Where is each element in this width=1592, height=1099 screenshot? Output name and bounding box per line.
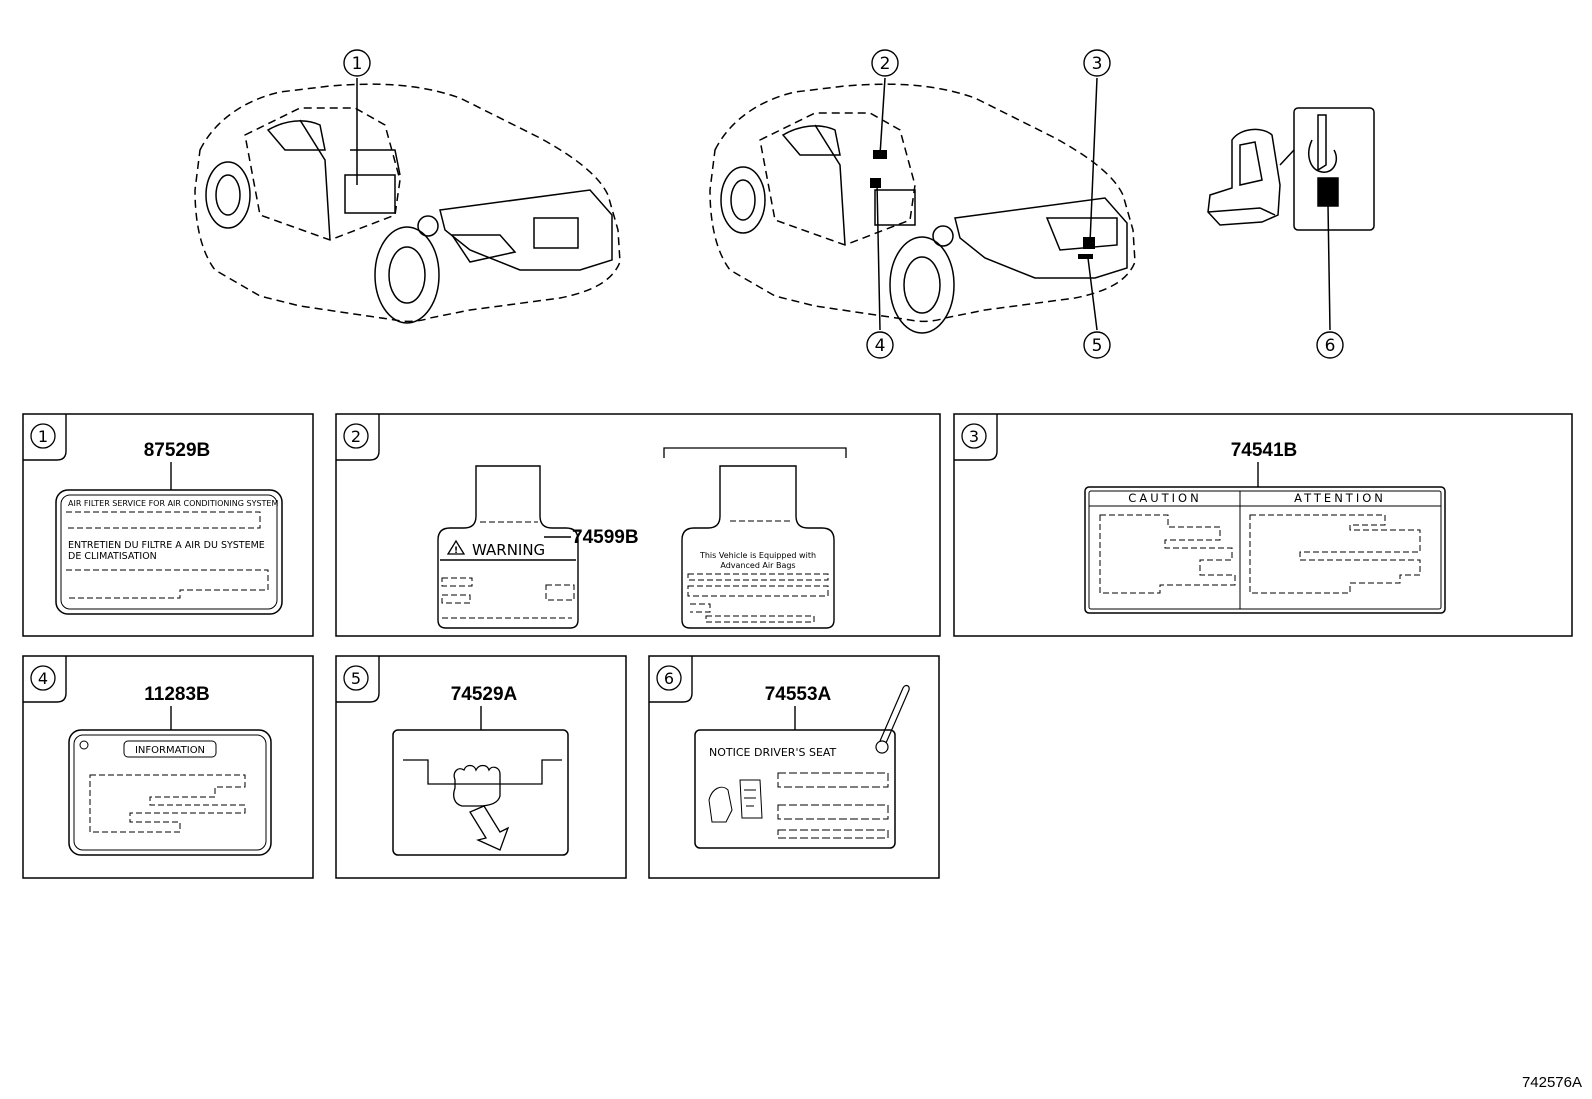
attention-heading: ATTENTION xyxy=(1294,491,1386,505)
notice-label-text: NOTICE DRIVER'S SEAT xyxy=(709,746,837,759)
panel-5: 5 74529A xyxy=(335,655,627,879)
pull-arrow-icon xyxy=(469,805,510,851)
callout-4-number: 4 xyxy=(875,336,886,356)
part-number-74553A: 74553A xyxy=(765,684,832,705)
seat-illustration xyxy=(1207,107,1375,231)
callout-2: 2 xyxy=(871,49,899,77)
label-74553A xyxy=(694,729,896,849)
warning-label-text: WARNING xyxy=(472,541,545,559)
panel-4: 4 11283B INFORMATION xyxy=(22,655,314,879)
label-87529B-text-1: AIR FILTER SERVICE FOR AIR CONDITIONING … xyxy=(68,499,278,508)
callout-1-number: 1 xyxy=(352,54,363,74)
callout-5: 5 xyxy=(1083,331,1111,359)
label-74599B-warning xyxy=(437,465,579,629)
diagram-reference-code: 742576A xyxy=(1521,1074,1582,1091)
panel-5-number: 5 xyxy=(351,669,361,688)
part-number-74529A: 74529A xyxy=(451,684,518,705)
label-87529B xyxy=(55,489,283,615)
label-87529B-text-3: DE CLIMATISATION xyxy=(68,551,157,562)
hang-tag-string xyxy=(879,684,910,744)
information-label-text: INFORMATION xyxy=(135,745,205,756)
panel-2-number: 2 xyxy=(351,427,361,446)
seat-warning-pictogram xyxy=(708,779,763,823)
callout-1: 1 xyxy=(343,49,371,77)
callout-6: 6 xyxy=(1316,331,1344,359)
panel-6-number: 6 xyxy=(664,669,674,688)
label-74529A xyxy=(392,729,569,856)
callout-5-number: 5 xyxy=(1092,336,1103,356)
callout-lines xyxy=(356,77,1331,331)
panel-4-number: 4 xyxy=(38,669,48,688)
warning-triangle-icon xyxy=(446,539,466,555)
part-number-74541B: 74541B xyxy=(1231,440,1298,461)
panel-2: 2 74599B ! WARNING This Vehicle is Equip… xyxy=(335,413,941,637)
callout-2-number: 2 xyxy=(880,54,891,74)
callout-4: 4 xyxy=(866,331,894,359)
label-advanced-airbag xyxy=(681,465,835,629)
part-number-87529B: 87529B xyxy=(144,440,211,461)
trunk-release-icon xyxy=(403,759,562,785)
caution-heading: CAUTION xyxy=(1128,491,1201,505)
panel-6: 6 74553A NOTICE DRIVER'S SEAT xyxy=(648,655,940,879)
svg-text:!: ! xyxy=(454,546,458,556)
callout-3: 3 xyxy=(1083,49,1111,77)
callout-3-number: 3 xyxy=(1092,54,1103,74)
label-11283B xyxy=(68,729,272,856)
part-number-11283B: 11283B xyxy=(144,684,210,705)
panel-1: 1 87529B AIR FILTER SERVICE FOR AIR COND… xyxy=(22,413,314,637)
label-74541B xyxy=(1084,486,1446,614)
panel-1-number: 1 xyxy=(38,427,48,446)
car-illustration-center xyxy=(709,83,1136,334)
hand-icon xyxy=(453,764,501,807)
panel-3-number: 3 xyxy=(969,427,979,446)
panel-3: 3 74541B CAUTION ATTENTION xyxy=(953,413,1573,637)
airbag-label-text-2: Advanced Air Bags xyxy=(720,561,795,570)
airbag-label-text-1: This Vehicle is Equipped with xyxy=(699,551,816,560)
car-illustration-left xyxy=(194,83,621,324)
part-number-74599B: 74599B xyxy=(572,527,639,548)
callout-6-number: 6 xyxy=(1325,336,1336,356)
label-87529B-text-2: ENTRETIEN DU FILTRE A AIR DU SYSTEME xyxy=(68,540,265,551)
